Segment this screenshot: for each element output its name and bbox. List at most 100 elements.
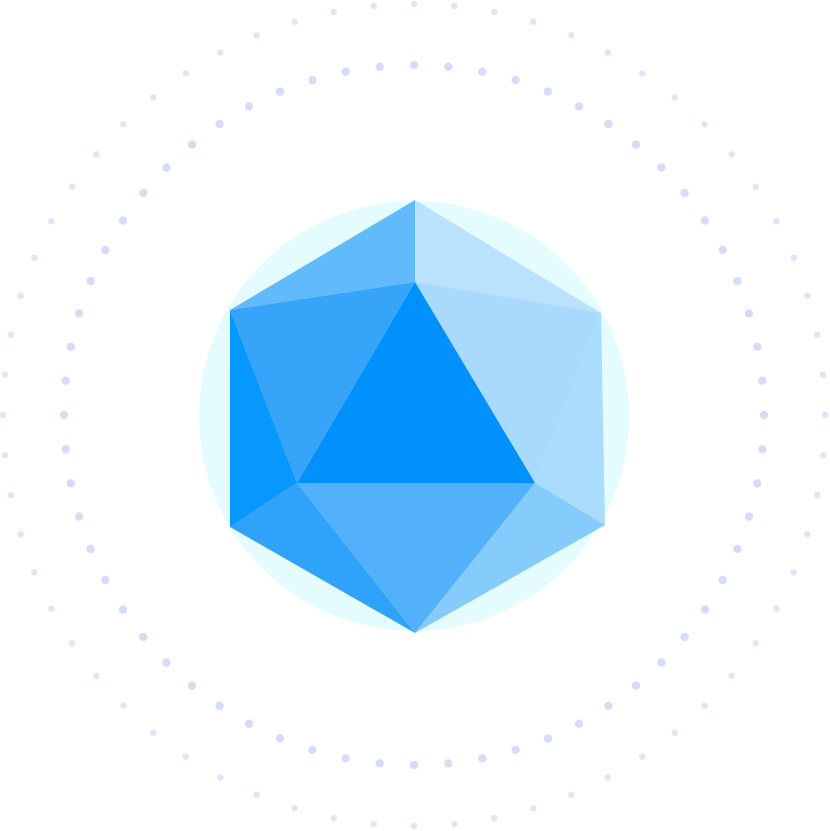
outer-ring-dot bbox=[804, 292, 811, 299]
outer-ring-dot bbox=[93, 672, 100, 679]
outer-ring-dot bbox=[182, 753, 189, 760]
facet-bottom-left bbox=[230, 483, 415, 633]
inner-ring-dot bbox=[444, 759, 453, 768]
outer-ring-dot bbox=[773, 605, 780, 612]
inner-ring-dot bbox=[744, 309, 754, 318]
inner-dotted-ring bbox=[59, 60, 769, 770]
facet-right-edge bbox=[535, 313, 605, 525]
outer-ring-dot bbox=[639, 70, 646, 77]
outer-ring-dot bbox=[530, 805, 537, 812]
inner-ring-dot bbox=[86, 276, 95, 286]
outer-ring-dot bbox=[671, 94, 678, 101]
inner-ring-dot bbox=[718, 575, 727, 585]
facet-bottom-right bbox=[415, 483, 605, 633]
inner-ring-dot bbox=[574, 719, 584, 728]
outer-ring-dot bbox=[813, 492, 821, 499]
outer-ring-dot bbox=[451, 820, 458, 828]
outer-ring-dot bbox=[150, 94, 157, 101]
outer-ring-dot bbox=[819, 371, 827, 378]
inner-ring-dot bbox=[74, 512, 84, 521]
inner-ring-dot bbox=[66, 479, 75, 488]
inner-ring-dot bbox=[478, 67, 487, 76]
outer-ring-dot bbox=[370, 2, 377, 10]
outer-ring-dot bbox=[17, 292, 24, 299]
outer-ring-dot bbox=[410, 822, 418, 830]
inner-ring-dot bbox=[409, 60, 419, 70]
inner-ring-dot bbox=[74, 309, 84, 318]
inner-ring-dot bbox=[511, 745, 520, 755]
inner-ring-dot bbox=[118, 605, 128, 614]
inner-ring-dot bbox=[341, 754, 350, 763]
outer-ring-dot bbox=[291, 805, 298, 812]
inner-ring-dot bbox=[275, 734, 285, 743]
inner-ring-dot bbox=[118, 216, 128, 225]
outer-ring-dot bbox=[370, 820, 377, 828]
inner-ring-dot bbox=[59, 410, 69, 420]
outer-ring-dot bbox=[410, 0, 418, 8]
outer-ring-dot bbox=[790, 569, 797, 576]
inner-ring-dot bbox=[733, 276, 742, 286]
outer-ring-dot bbox=[253, 32, 260, 39]
inner-ring-dot bbox=[187, 140, 197, 149]
outer-ring-dot bbox=[491, 814, 498, 822]
outer-ring-dot bbox=[451, 2, 458, 10]
outer-ring-dot bbox=[7, 331, 15, 338]
outer-ring-dot bbox=[639, 753, 646, 760]
inner-ring-dot bbox=[101, 575, 110, 585]
inner-ring-dot bbox=[657, 163, 666, 172]
outer-ring-dot bbox=[701, 702, 708, 709]
inner-ring-dot bbox=[759, 410, 769, 420]
outer-ring-dot bbox=[120, 702, 127, 709]
outer-ring-dot bbox=[253, 791, 260, 798]
outer-ring-dot bbox=[17, 531, 24, 538]
inner-ring-dot bbox=[543, 734, 553, 743]
outer-ring-dot bbox=[752, 640, 759, 647]
outer-ring-dot bbox=[728, 672, 735, 679]
inner-ring-dot bbox=[680, 632, 689, 642]
outer-ring-dot bbox=[813, 331, 821, 338]
inner-ring-dot bbox=[511, 75, 520, 85]
outer-ring-dot bbox=[0, 411, 7, 419]
outer-ring-dot bbox=[671, 729, 678, 736]
inner-ring-dot bbox=[758, 445, 767, 454]
inner-ring-dot bbox=[375, 759, 384, 768]
inner-ring-dot bbox=[574, 102, 584, 111]
outer-ring-dot bbox=[804, 531, 811, 538]
inner-ring-dot bbox=[215, 701, 224, 711]
inner-ring-dot bbox=[444, 62, 453, 71]
inner-ring-dot bbox=[409, 760, 419, 770]
outer-ring-dot bbox=[31, 254, 38, 261]
inner-ring-dot bbox=[478, 754, 487, 763]
inner-ring-dot bbox=[139, 188, 148, 198]
inner-ring-dot bbox=[753, 479, 762, 488]
inner-ring-dot bbox=[215, 119, 224, 129]
facet-center bbox=[297, 282, 535, 483]
outer-ring-dot bbox=[604, 49, 611, 56]
inner-ring-dot bbox=[631, 681, 641, 690]
inner-ring-dot bbox=[187, 681, 197, 690]
inner-ring-dot bbox=[86, 544, 95, 554]
outer-ring-dot bbox=[568, 32, 575, 39]
outer-ring-dot bbox=[821, 411, 829, 419]
outer-ring-dot bbox=[568, 791, 575, 798]
outer-ring-dot bbox=[93, 151, 100, 158]
inner-ring-dot bbox=[753, 342, 762, 351]
outer-ring-dot bbox=[330, 8, 337, 16]
inner-ring-dot bbox=[744, 512, 754, 521]
outer-ring-dot bbox=[491, 8, 498, 16]
inner-ring-dot bbox=[341, 67, 350, 76]
outer-ring-dot bbox=[530, 18, 537, 25]
outer-ring-dot bbox=[330, 814, 337, 822]
inner-ring-dot bbox=[718, 245, 727, 255]
outer-ring-dot bbox=[69, 640, 76, 647]
inner-ring-dot bbox=[244, 102, 254, 111]
inner-ring-dot bbox=[543, 87, 553, 96]
outer-ring-dot bbox=[48, 218, 55, 225]
inner-ring-dot bbox=[244, 719, 254, 728]
outer-ring-dot bbox=[790, 254, 797, 261]
facet-right bbox=[415, 282, 601, 483]
inner-ring-dot bbox=[61, 376, 70, 385]
outer-ring-dot bbox=[7, 492, 15, 499]
outer-ring-dot bbox=[48, 605, 55, 612]
